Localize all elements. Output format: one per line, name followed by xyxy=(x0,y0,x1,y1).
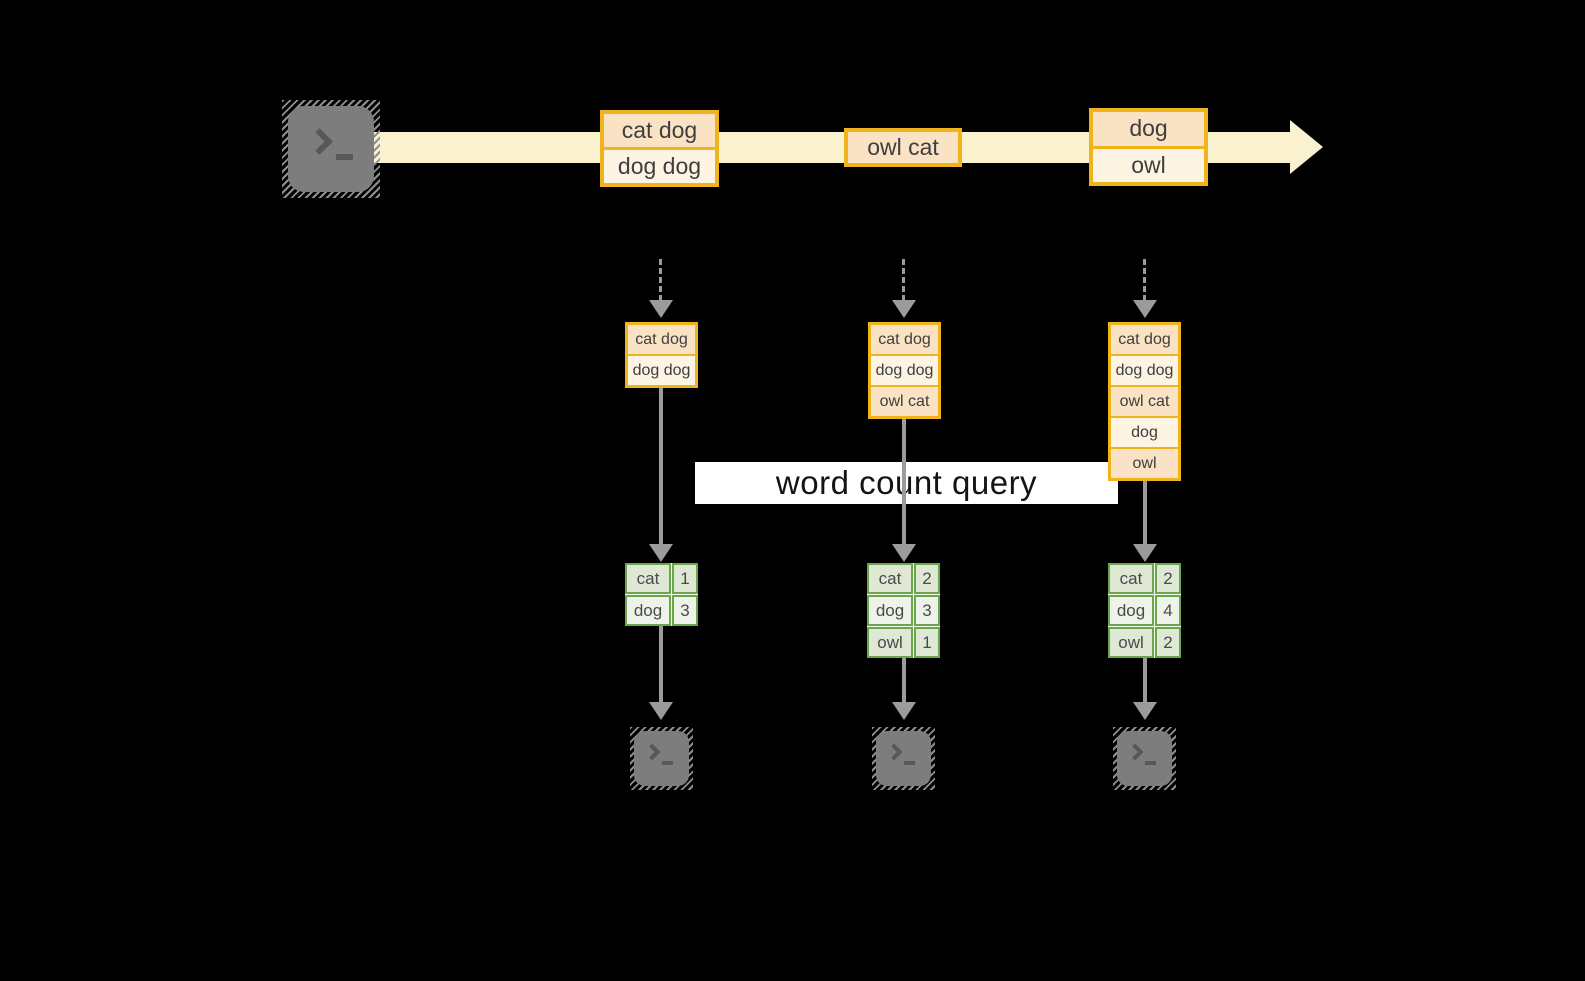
prompt-cursor-icon xyxy=(904,761,915,765)
terminal-screen xyxy=(288,106,374,192)
prompt-cursor-icon xyxy=(1145,761,1156,765)
dashed-arrow-line xyxy=(902,259,905,301)
count-word: dog xyxy=(867,595,913,626)
count-word: cat xyxy=(1108,563,1154,594)
dashed-arrow-head-icon xyxy=(649,300,673,318)
dashed-arrow-head-icon xyxy=(892,300,916,318)
query-arrow-head-icon xyxy=(892,544,916,562)
count-value: 2 xyxy=(1155,563,1181,594)
input-line: owl cat xyxy=(1111,387,1178,416)
terminal-screen xyxy=(1117,731,1172,786)
accumulated-input-2: cat dog dog dog owl cat xyxy=(868,322,941,419)
stream-line: owl cat xyxy=(848,132,958,163)
sink-arrow-line xyxy=(902,658,906,702)
stream-line: owl xyxy=(1093,148,1204,182)
count-value: 4 xyxy=(1155,595,1181,626)
accumulated-input-1: cat dog dog dog xyxy=(625,322,698,388)
count-word: dog xyxy=(625,595,671,626)
query-label: word count query xyxy=(695,462,1118,504)
sink-arrow-head-icon xyxy=(892,702,916,720)
count-word: owl xyxy=(1108,627,1154,658)
count-value: 3 xyxy=(672,595,698,626)
prompt-cursor-icon xyxy=(336,154,353,160)
input-line: cat dog xyxy=(628,325,695,354)
sink-terminal-icon xyxy=(872,727,935,790)
stream-line: dog xyxy=(1093,112,1204,146)
count-value: 1 xyxy=(672,563,698,594)
terminal-screen xyxy=(634,731,689,786)
count-word: cat xyxy=(867,563,913,594)
stream-batch-3: dog owl xyxy=(1089,108,1208,186)
sink-terminal-icon xyxy=(1113,727,1176,790)
query-arrow-line xyxy=(1143,481,1147,544)
count-word: owl xyxy=(867,627,913,658)
source-terminal-icon xyxy=(282,100,380,198)
count-value: 1 xyxy=(914,627,940,658)
terminal-screen xyxy=(876,731,931,786)
input-line: dog xyxy=(1111,418,1178,447)
dashed-arrow-line xyxy=(1143,259,1146,301)
count-table-3: cat 2 dog 4 owl 2 xyxy=(1108,563,1181,658)
prompt-chevron-icon xyxy=(306,128,333,155)
dashed-arrow-head-icon xyxy=(1133,300,1157,318)
count-value: 2 xyxy=(914,563,940,594)
sink-arrow-line xyxy=(1143,658,1147,702)
sink-terminal-icon xyxy=(630,727,693,790)
count-value: 3 xyxy=(914,595,940,626)
stream-line: dog dog xyxy=(604,150,715,183)
count-word: dog xyxy=(1108,595,1154,626)
prompt-chevron-icon xyxy=(1126,743,1144,761)
stream-line: cat dog xyxy=(604,114,715,147)
accumulated-input-3: cat dog dog dog owl cat dog owl xyxy=(1108,322,1181,481)
sink-arrow-head-icon xyxy=(1133,702,1157,720)
query-arrow-head-icon xyxy=(1133,544,1157,562)
prompt-chevron-icon xyxy=(643,743,661,761)
prompt-chevron-icon xyxy=(885,743,903,761)
input-line: cat dog xyxy=(871,325,938,354)
dashed-arrow-line xyxy=(659,259,662,301)
count-table-1: cat 1 dog 3 xyxy=(625,563,698,626)
sink-arrow-line xyxy=(659,626,663,702)
input-line: dog dog xyxy=(1111,356,1178,385)
sink-arrow-head-icon xyxy=(649,702,673,720)
stream-timeline-arrowhead-icon xyxy=(1290,120,1323,174)
count-word: cat xyxy=(625,563,671,594)
input-line: cat dog xyxy=(1111,325,1178,354)
input-line: owl cat xyxy=(871,387,938,416)
input-line: dog dog xyxy=(871,356,938,385)
input-line: owl xyxy=(1111,449,1178,478)
input-line: dog dog xyxy=(628,356,695,385)
prompt-cursor-icon xyxy=(662,761,673,765)
count-value: 2 xyxy=(1155,627,1181,658)
count-table-2: cat 2 dog 3 owl 1 xyxy=(867,563,940,658)
query-arrow-line xyxy=(659,388,663,544)
stream-batch-2: owl cat xyxy=(844,128,962,167)
query-arrow-head-icon xyxy=(649,544,673,562)
query-arrow-line xyxy=(902,419,906,544)
stream-batch-1: cat dog dog dog xyxy=(600,110,719,187)
